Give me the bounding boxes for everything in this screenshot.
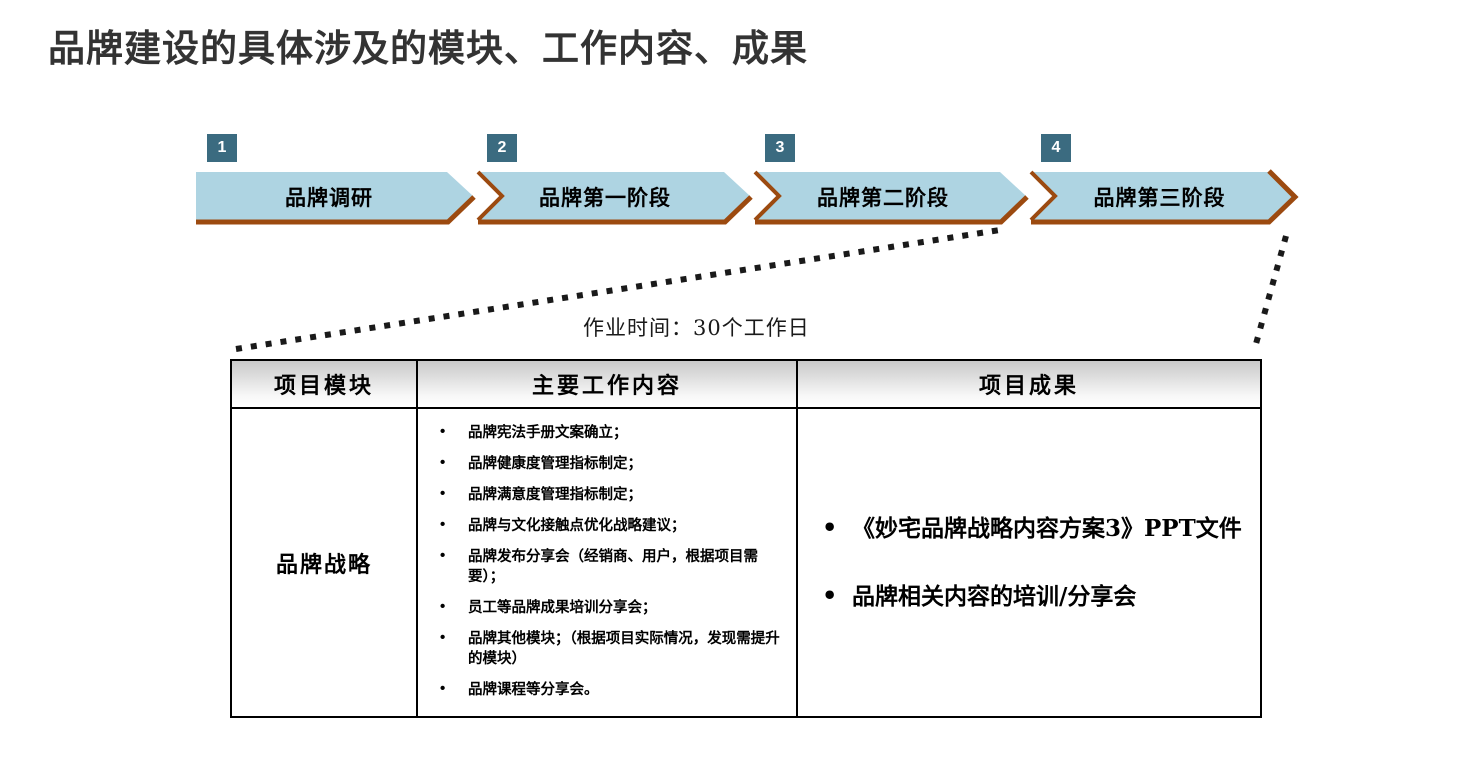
- process-step-2-label: 品牌第一阶段: [539, 185, 671, 210]
- list-item: 品牌发布分享会（经销商、用户，根据项目需要）；: [434, 546, 784, 587]
- deliverables-table: 项目模块 主要工作内容 项目成果 品牌战略 品牌宪法手册文案确立； 品牌健康度管…: [230, 359, 1262, 718]
- process-step-4-number: 4: [1051, 139, 1061, 156]
- page-title: 品牌建设的具体涉及的模块、工作内容、成果: [48, 28, 808, 69]
- cell-work-content: 品牌宪法手册文案确立； 品牌健康度管理指标制定； 品牌满意度管理指标制定； 品牌…: [416, 407, 798, 718]
- list-item: 品牌课程等分享会。: [434, 679, 784, 700]
- table-header-work: 主要工作内容: [416, 359, 798, 409]
- process-step-4-label: 品牌第三阶段: [1093, 185, 1226, 210]
- process-step-4-shape[interactable]: [1029, 169, 1299, 225]
- process-step-2-shape[interactable]: [476, 170, 753, 225]
- duration-caption: 作业时间：30个工作日: [583, 316, 810, 340]
- process-step-1-label: 品牌调研: [285, 185, 373, 210]
- process-step-3-label: 品牌第二阶段: [817, 185, 949, 210]
- process-step-4-badge[interactable]: 4: [1041, 134, 1071, 162]
- list-item: 员工等品牌成果培训分享会；: [434, 597, 784, 618]
- process-step-3-badge[interactable]: 3: [765, 134, 795, 162]
- process-step-3-shape[interactable]: [753, 170, 1029, 225]
- cell-module-name: 品牌战略: [230, 407, 418, 718]
- table-row: 品牌战略 品牌宪法手册文案确立； 品牌健康度管理指标制定； 品牌满意度管理指标制…: [230, 407, 1262, 718]
- list-item: 品牌其他模块；（根据项目实际情况，发现需提升的模块）: [434, 628, 784, 669]
- process-step-3-number: 3: [775, 139, 785, 156]
- table-header-module: 项目模块: [230, 359, 418, 409]
- table-header-row: 项目模块 主要工作内容 项目成果: [230, 359, 1262, 409]
- dotted-connector-right: [1251, 235, 1289, 352]
- list-item: 品牌健康度管理指标制定；: [434, 453, 784, 474]
- process-step-2-badge[interactable]: 2: [487, 134, 517, 162]
- list-item: 品牌相关内容的培训/分享会: [816, 580, 1250, 612]
- list-item: 品牌宪法手册文案确立；: [434, 422, 784, 443]
- result-item-list: 《妙宅品牌战略内容方案3》PPT文件 品牌相关内容的培训/分享会: [798, 504, 1260, 622]
- work-item-list: 品牌宪法手册文案确立； 品牌健康度管理指标制定； 品牌满意度管理指标制定； 品牌…: [418, 409, 796, 716]
- process-step-1-shape[interactable]: [196, 172, 476, 225]
- table-header-result: 项目成果: [796, 359, 1262, 409]
- process-step-1-number: 1: [217, 139, 227, 156]
- list-item: 品牌与文化接触点优化战略建议；: [434, 515, 784, 536]
- process-step-2-number: 2: [497, 139, 507, 156]
- process-step-1-badge[interactable]: 1: [207, 134, 237, 162]
- list-item: 《妙宅品牌战略内容方案3》PPT文件: [816, 512, 1250, 544]
- list-item: 品牌满意度管理指标制定；: [434, 484, 784, 505]
- cell-project-result: 《妙宅品牌战略内容方案3》PPT文件 品牌相关内容的培训/分享会: [796, 407, 1262, 718]
